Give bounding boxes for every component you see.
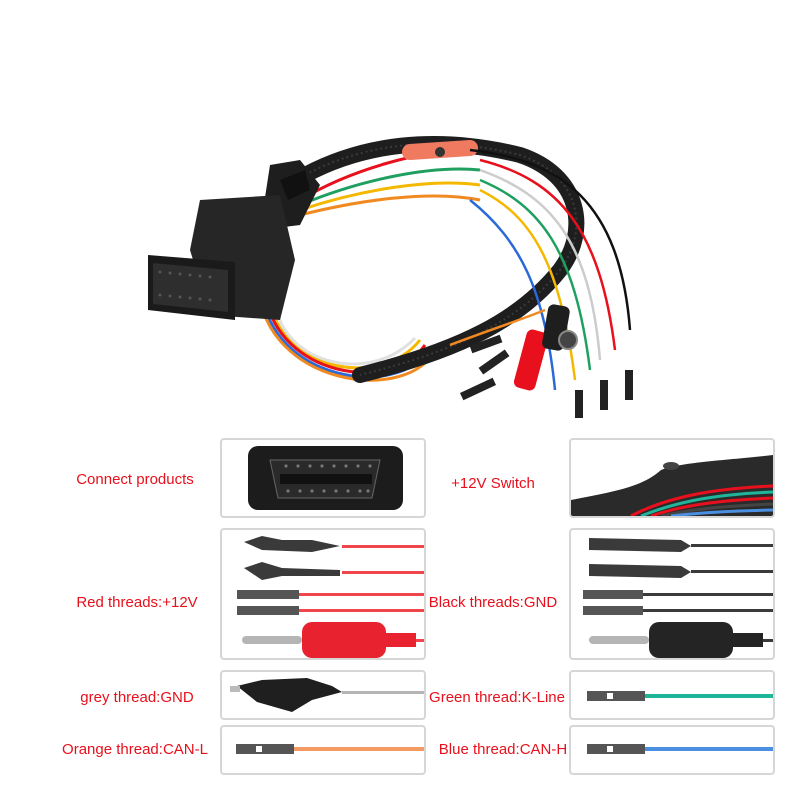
panel-grey-thread <box>220 670 426 720</box>
panel-blue-thread <box>569 725 775 775</box>
label-blue-thread: Blue thread:CAN-H <box>438 741 568 758</box>
cable-harness-illustration <box>148 135 633 418</box>
label-red-threads: Red threads:+12V <box>76 594 198 611</box>
label-black-threads: Black threads:GND <box>428 594 558 611</box>
label-orange-thread: Orange thread:CAN-L <box>62 741 208 758</box>
label-green-thread: Green thread:K-Line <box>429 689 565 706</box>
orange-lead-icon <box>236 744 424 754</box>
label-connect-products: Connect products <box>76 471 194 488</box>
alligator-clip-icon <box>230 678 424 712</box>
product-photo <box>148 135 633 418</box>
blue-lead-icon <box>587 744 773 754</box>
panel-green-thread <box>569 670 775 720</box>
obd2-port-icon <box>248 446 403 510</box>
red-leads-icon <box>237 536 424 658</box>
green-lead-icon <box>587 691 773 701</box>
switch-sleeve-icon <box>571 455 773 516</box>
label-grey-thread: grey thread:GND <box>80 689 194 706</box>
panel-red-threads <box>220 528 426 660</box>
panel-obd-connector <box>220 438 426 518</box>
panel-orange-thread <box>220 725 426 775</box>
panel-12v-switch <box>569 438 775 518</box>
obd2-connector-icon <box>148 160 320 320</box>
black-leads-icon <box>583 538 773 658</box>
label-12v-switch: +12V Switch <box>451 475 535 492</box>
panel-black-threads <box>569 528 775 660</box>
